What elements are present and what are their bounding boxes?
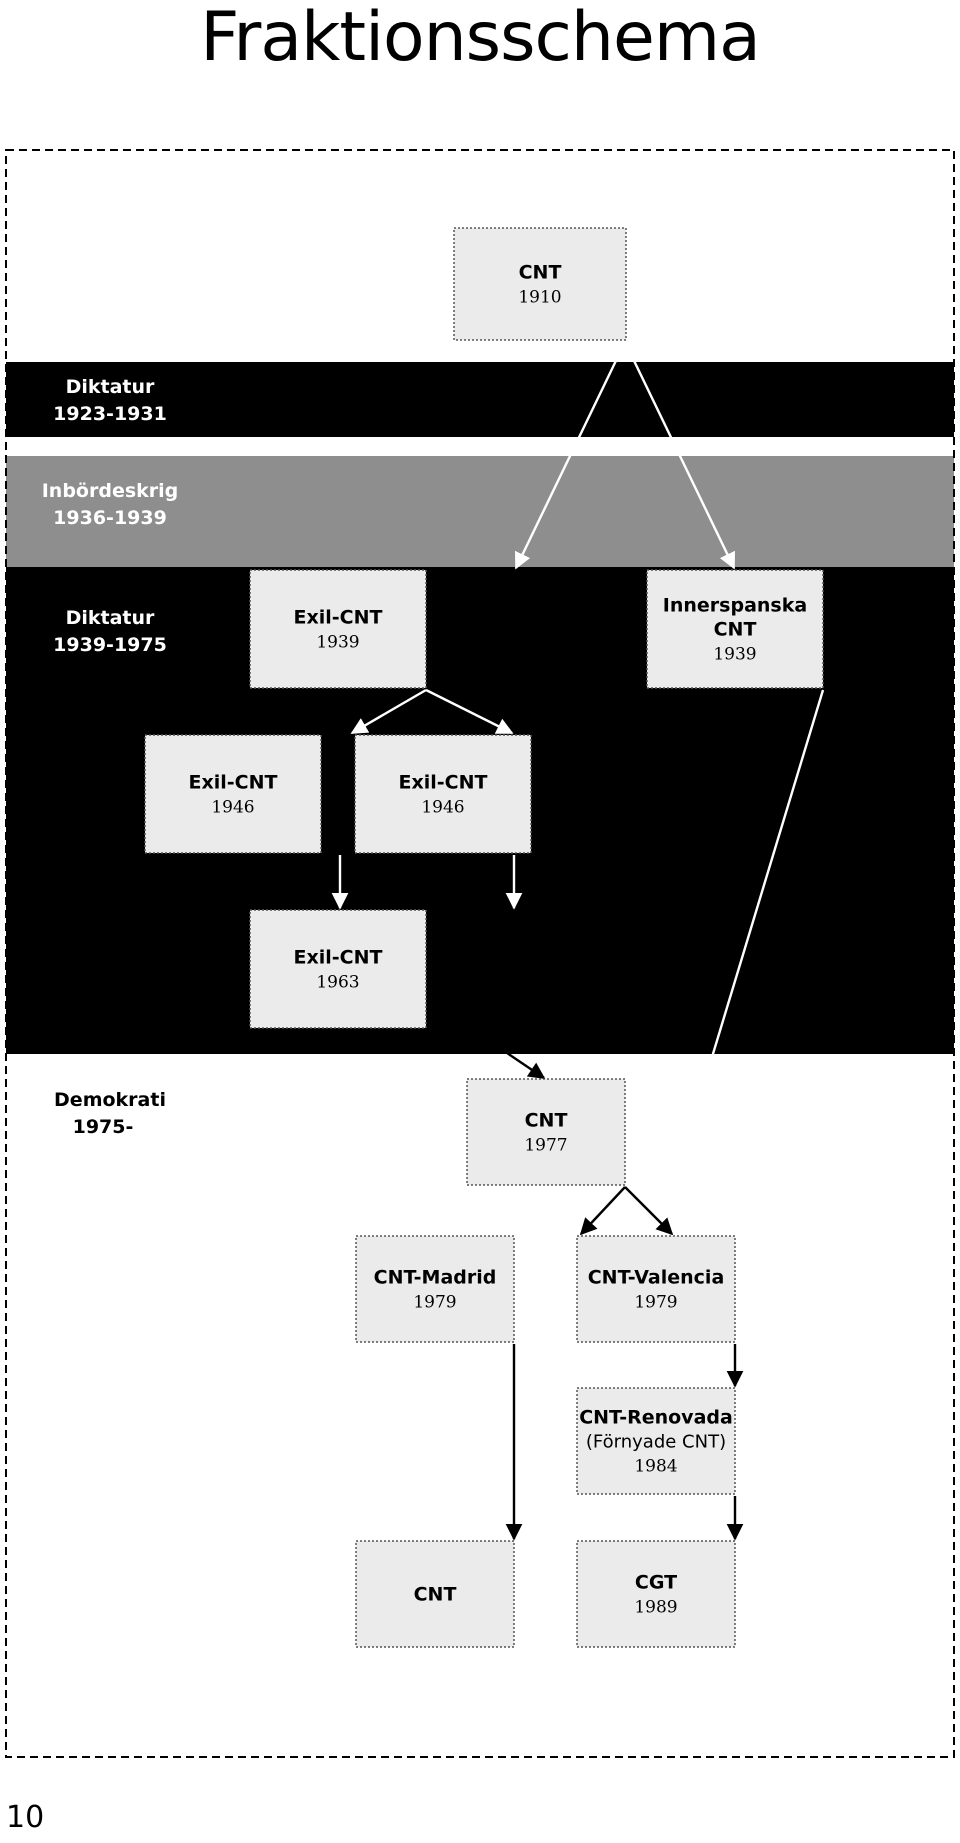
node-title: CNT-Valencia	[588, 1267, 725, 1289]
node-box-exil-cnt-1946-a	[144, 734, 322, 854]
era-band-dictatorship-1	[6, 362, 954, 437]
era-label-democracy-years: 1975-	[73, 1116, 134, 1138]
node-title: CNT	[714, 619, 757, 641]
edge-cnt-1977-to-cnt-madrid-1979	[579, 1186, 626, 1236]
era-label-dictatorship-1-years: 1923-1931	[53, 403, 167, 425]
edge-exil-cnt-1939-to-exil-cnt-1946-a	[350, 688, 427, 735]
node-title: Exil-CNT	[294, 947, 383, 969]
node-year: 1989	[634, 1598, 677, 1618]
node-exil-cnt-1963: Exil-CNT 1963	[249, 909, 427, 1029]
node-title: CNT-Renovada	[579, 1407, 733, 1429]
node-year: 1939	[316, 633, 359, 653]
node-title: Exil-CNT	[189, 772, 278, 794]
node-cnt-final: CNT	[355, 1540, 515, 1648]
node-year: 1977	[524, 1136, 567, 1156]
page-title: Fraktionsschema	[200, 0, 761, 77]
node-title: CNT	[414, 1584, 457, 1606]
diagram-frame	[5, 149, 955, 1758]
node-box-exil-cnt-1963	[249, 909, 427, 1029]
node-year: 1979	[413, 1293, 456, 1313]
edge-cnt-1910-to-exil-cnt-1939	[514, 341, 627, 570]
node-exil-cnt-1939: Exil-CNT 1939	[249, 569, 427, 689]
node-box-cnt-1910	[453, 227, 627, 341]
node-exil-cnt-1946-a: Exil-CNT 1946	[144, 734, 322, 854]
node-title: CNT	[525, 1110, 568, 1132]
node-year: 1946	[421, 798, 464, 818]
node-cnt-1977: CNT 1977	[466, 1078, 626, 1186]
nodes-layer: CNT1910Exil-CNT1939InnerspanskaCNT1939Ex…	[144, 227, 824, 1648]
edge-cnt-1977-to-cnt-valencia-1979	[624, 1186, 674, 1236]
node-box-cnt-madrid-1979	[355, 1235, 515, 1343]
node-year: 1910	[518, 288, 561, 308]
era-label-dictatorship-2-years: 1939-1975	[53, 634, 167, 656]
page-number: 10	[6, 1800, 45, 1835]
node-box-cgt-1989	[576, 1540, 736, 1648]
node-cnt-valencia-1979: CNT-Valencia 1979	[576, 1235, 736, 1343]
node-box-exil-cnt-1939	[249, 569, 427, 689]
node-year: 1939	[713, 645, 756, 665]
node-title: Exil-CNT	[294, 607, 383, 629]
era-band-civil-war	[6, 456, 954, 567]
node-subtitle: (Förnyade CNT)	[586, 1432, 726, 1453]
edge-cnt-1910-to-innerspanska-cnt-1939	[623, 341, 736, 570]
node-box-cnt-valencia-1979	[576, 1235, 736, 1343]
edges-layer	[331, 341, 825, 1541]
node-cgt-1989: CGT 1989	[576, 1540, 736, 1648]
node-cnt-1910: CNT 1910	[453, 227, 627, 341]
node-box-cnt-renovada-1984	[576, 1387, 736, 1495]
node-year: 1946	[211, 798, 254, 818]
node-box-cnt-final	[355, 1540, 515, 1648]
node-box-innerspanska-cnt-1939	[646, 569, 824, 689]
era-label-civil-war-years: 1936-1939	[53, 507, 167, 529]
era-label-civil-war-name: Inbördeskrig	[42, 480, 179, 502]
era-label-dictatorship-1-name: Diktatur	[66, 376, 155, 398]
node-box-cnt-1977	[466, 1078, 626, 1186]
node-year: 1979	[634, 1293, 677, 1313]
node-cnt-madrid-1979: CNT-Madrid 1979	[355, 1235, 515, 1343]
node-title: Exil-CNT	[399, 772, 488, 794]
node-title: CGT	[635, 1572, 677, 1594]
edge-innerspanska-cnt-1939-to-cnt-1977	[702, 689, 825, 1079]
era-label-democracy-name: Demokrati	[54, 1089, 166, 1111]
era-label-dictatorship-2-name: Diktatur	[66, 607, 155, 629]
edge-exil-cnt-1963-to-cnt-1977	[472, 1029, 546, 1079]
node-title: Innerspanska	[663, 595, 807, 617]
node-exil-cnt-1946-b: Exil-CNT 1946	[354, 734, 532, 854]
node-title: CNT	[519, 262, 562, 284]
node-box-exil-cnt-1946-b	[354, 734, 532, 854]
edge-exil-cnt-1939-to-exil-cnt-1946-b	[425, 688, 514, 735]
node-year: 1963	[316, 973, 359, 993]
node-year: 1984	[634, 1457, 677, 1477]
node-title: CNT-Madrid	[374, 1267, 497, 1289]
node-cnt-renovada-1984: CNT-Renovada (Förnyade CNT) 1984	[576, 1387, 736, 1495]
